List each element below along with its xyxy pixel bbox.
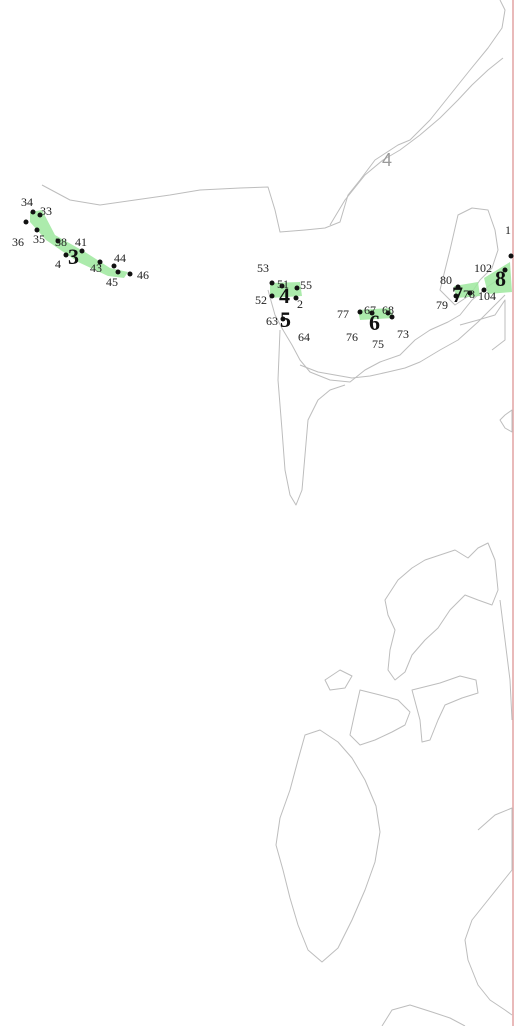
cluster-label-7: 7 — [452, 282, 463, 307]
cluster-8: 1 102 104 8 — [474, 223, 514, 303]
cluster-label-5: 5 — [280, 307, 291, 332]
cluster-label-3: 3 — [68, 244, 79, 269]
coastline-main — [41, 0, 506, 233]
point-label: 2 — [297, 297, 303, 311]
point-label: 52 — [255, 293, 267, 307]
cluster-hull-4 — [270, 282, 302, 298]
coastline-south — [267, 274, 506, 383]
point-label: 102 — [474, 261, 492, 275]
point-55 — [294, 285, 300, 291]
point-label: 76 — [346, 330, 358, 344]
point-label: 79 — [436, 298, 448, 312]
cluster-4: 53 51 55 52 2 4 — [255, 261, 312, 311]
point-label: 75 — [372, 337, 384, 351]
point-label: 51 — [277, 277, 289, 291]
island-arrow — [324, 669, 353, 691]
point-102 — [502, 267, 508, 273]
point-104 — [481, 287, 487, 293]
point-label: 44 — [114, 251, 126, 265]
point-68 — [385, 310, 391, 316]
point-45 — [115, 269, 121, 275]
zone-label: 4 — [382, 150, 392, 170]
point-label: 4 — [55, 257, 61, 271]
point-52 — [269, 293, 275, 299]
point-77 — [357, 309, 363, 315]
coastline-inner — [329, 57, 504, 226]
point-label: 45 — [106, 275, 118, 289]
cluster-5: 63 64 5 — [266, 307, 310, 344]
point-44 — [111, 263, 117, 269]
point-label: 77 — [337, 307, 349, 321]
point-label: 33 — [40, 204, 52, 218]
point-73 — [389, 314, 395, 320]
coastline-bay — [299, 294, 506, 379]
point-38 — [55, 238, 61, 244]
point-43 — [97, 259, 103, 265]
point-label: 55 — [300, 278, 312, 292]
point-label: 73 — [397, 327, 409, 341]
point-label: 35 — [33, 232, 45, 246]
point-79 — [453, 293, 459, 299]
point-1 — [508, 253, 514, 259]
coastline-ridge — [459, 299, 506, 351]
point-label: 41 — [75, 235, 87, 249]
point-67 — [369, 310, 375, 316]
island-west — [384, 542, 499, 681]
point-4 — [63, 252, 69, 258]
point-34 — [30, 209, 36, 215]
point-label: 38 — [55, 235, 67, 249]
cluster-label-8: 8 — [495, 266, 506, 291]
coastline-east-fjord — [499, 599, 513, 721]
point-label: 64 — [298, 330, 310, 344]
point-label: 1 — [505, 223, 511, 237]
island-mid — [349, 689, 411, 746]
cluster-label-6: 6 — [369, 310, 380, 335]
point-label: 78 — [463, 287, 475, 301]
point-41 — [79, 248, 85, 254]
point-label: 36 — [12, 235, 24, 249]
point-35 — [34, 227, 40, 233]
point-63 — [280, 316, 286, 322]
coastline-layer — [41, 0, 513, 1026]
cluster-hull-6 — [358, 308, 394, 320]
point-label: 34 — [21, 195, 33, 209]
coastline-peninsula — [277, 329, 346, 506]
point-51 — [279, 283, 285, 289]
point-label: 43 — [90, 261, 102, 275]
coastline-bottom — [381, 1004, 466, 1026]
coastline-east-lower — [464, 807, 513, 1016]
cluster-hull-7 — [454, 282, 480, 298]
cluster-7: 80 79 78 7 — [436, 273, 475, 312]
point-label: 104 — [478, 289, 496, 303]
island-south-large — [275, 729, 381, 963]
point-label: 67 — [364, 303, 376, 317]
point-label: 46 — [137, 268, 149, 282]
cluster-3: 34 33 36 35 38 41 4 43 44 45 46 3 — [12, 195, 149, 289]
point-33 — [37, 212, 43, 218]
island-bar — [411, 675, 479, 743]
point-36 — [23, 219, 29, 225]
point-46 — [127, 271, 133, 277]
point-2 — [293, 295, 299, 301]
point-label: 53 — [257, 261, 269, 275]
coastline-notch — [499, 409, 513, 433]
point-80 — [455, 284, 461, 290]
point-53 — [269, 280, 275, 286]
point-label: 80 — [440, 273, 452, 287]
point-78 — [467, 290, 473, 296]
cluster-label-4: 4 — [279, 283, 290, 308]
cluster-6: 77 67 68 76 75 73 6 — [337, 303, 409, 351]
point-label: 63 — [266, 314, 278, 328]
point-label: 68 — [382, 303, 394, 317]
